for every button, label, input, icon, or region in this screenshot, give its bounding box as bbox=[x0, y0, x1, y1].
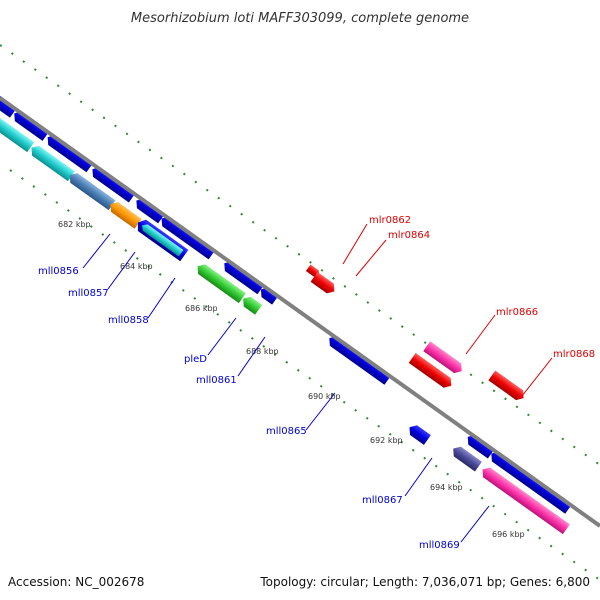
label-mll0856[interactable]: mll0856 bbox=[38, 266, 79, 277]
label-mlr0864[interactable]: mlr0864 bbox=[388, 230, 430, 241]
label-mlr0866[interactable]: mlr0866 bbox=[496, 307, 538, 318]
leader-mll0857 bbox=[107, 251, 136, 290]
gene-minus-4[interactable] bbox=[89, 164, 136, 203]
genome-backbone bbox=[0, 96, 600, 528]
gene-mll0861[interactable] bbox=[240, 294, 263, 315]
accession-text: Accession: NC_002678 bbox=[8, 575, 144, 589]
tick-label-682: 682 kbp bbox=[58, 220, 91, 229]
gene-minus-2[interactable] bbox=[11, 108, 50, 141]
gene-mll0856-b[interactable] bbox=[28, 143, 75, 182]
leader-mlr0864 bbox=[355, 239, 387, 277]
gene-mll0858[interactable] bbox=[140, 222, 184, 257]
tick-label-696: 696 kbp bbox=[492, 530, 525, 539]
topology-text: Topology: circular; Length: 7,036,071 bp… bbox=[259, 575, 590, 589]
gene-mll0867[interactable] bbox=[406, 422, 431, 445]
gene-pleD[interactable] bbox=[194, 261, 246, 304]
leader-mlr0868 bbox=[521, 357, 553, 397]
label-mll0865[interactable]: mll0865 bbox=[266, 426, 307, 437]
gene-minus-9[interactable] bbox=[464, 432, 495, 459]
gene-minus-5[interactable] bbox=[133, 196, 166, 224]
gene-mlr0862[interactable] bbox=[305, 264, 322, 280]
gene-mll0869-slate[interactable] bbox=[450, 444, 482, 472]
tick-label-690: 690 kbp bbox=[308, 392, 341, 401]
label-mll0858[interactable]: mll0858 bbox=[108, 315, 149, 326]
map-title: Mesorhizobium loti MAFF303099, complete … bbox=[131, 11, 469, 26]
gene-minus-10[interactable] bbox=[488, 449, 573, 514]
inner-guide-line bbox=[9, 169, 600, 581]
label-mll0857[interactable]: mll0857 bbox=[68, 288, 109, 299]
leader-mlr0866 bbox=[465, 314, 496, 355]
outer-guide-line bbox=[0, 44, 600, 466]
scale-ticks: 682 kbp 684 kbp 686 kbp 688 kbp 690 kbp … bbox=[58, 220, 525, 539]
leader-mll0867 bbox=[404, 457, 433, 497]
leader-mlr0862 bbox=[342, 223, 368, 265]
gene-mlr0864[interactable] bbox=[310, 271, 338, 296]
gene-mll0857-steel[interactable] bbox=[66, 170, 116, 211]
tick-label-688: 688 kbp bbox=[246, 347, 279, 356]
gene-mlr0866-red[interactable] bbox=[408, 353, 455, 391]
backbone-line bbox=[0, 96, 600, 528]
gene-mll0856[interactable] bbox=[0, 100, 35, 153]
label-mlr0862[interactable]: mlr0862 bbox=[369, 215, 411, 226]
label-mll0861[interactable]: mll0861 bbox=[196, 375, 237, 386]
leader-mll0869 bbox=[460, 505, 490, 543]
gene-labels: mll0856 mll0857 mll0858 pleD mll0861 mll… bbox=[38, 215, 595, 551]
gene-mlr0866[interactable] bbox=[423, 341, 465, 376]
gene-mll0865[interactable] bbox=[326, 333, 392, 385]
tick-label-692: 692 kbp bbox=[370, 436, 403, 445]
leader-mll0861 bbox=[237, 336, 266, 377]
gene-minus-6[interactable] bbox=[158, 214, 216, 260]
leader-pleD bbox=[207, 317, 237, 356]
gene-mll0857[interactable] bbox=[107, 199, 142, 229]
label-pleD[interactable]: pleD bbox=[184, 354, 207, 365]
leader-mll0856 bbox=[82, 233, 111, 269]
label-mll0869[interactable]: mll0869 bbox=[419, 540, 460, 551]
gene-mlr0868[interactable] bbox=[488, 370, 527, 403]
gene-mll0869[interactable] bbox=[479, 465, 570, 535]
tick-label-686: 686 kbp bbox=[185, 304, 218, 313]
gene-minus-1[interactable] bbox=[0, 91, 17, 118]
label-mlr0868[interactable]: mlr0868 bbox=[553, 349, 595, 360]
gene-minus-3[interactable] bbox=[44, 132, 94, 173]
gene-minus-7[interactable] bbox=[221, 258, 265, 295]
leader-mll0858 bbox=[147, 277, 176, 319]
tick-label-684: 684 kbp bbox=[120, 262, 153, 271]
tick-label-694: 694 kbp bbox=[430, 483, 463, 492]
label-mll0867[interactable]: mll0867 bbox=[362, 495, 403, 506]
label-leader-lines bbox=[82, 223, 553, 543]
leader-mll0865 bbox=[305, 392, 336, 431]
